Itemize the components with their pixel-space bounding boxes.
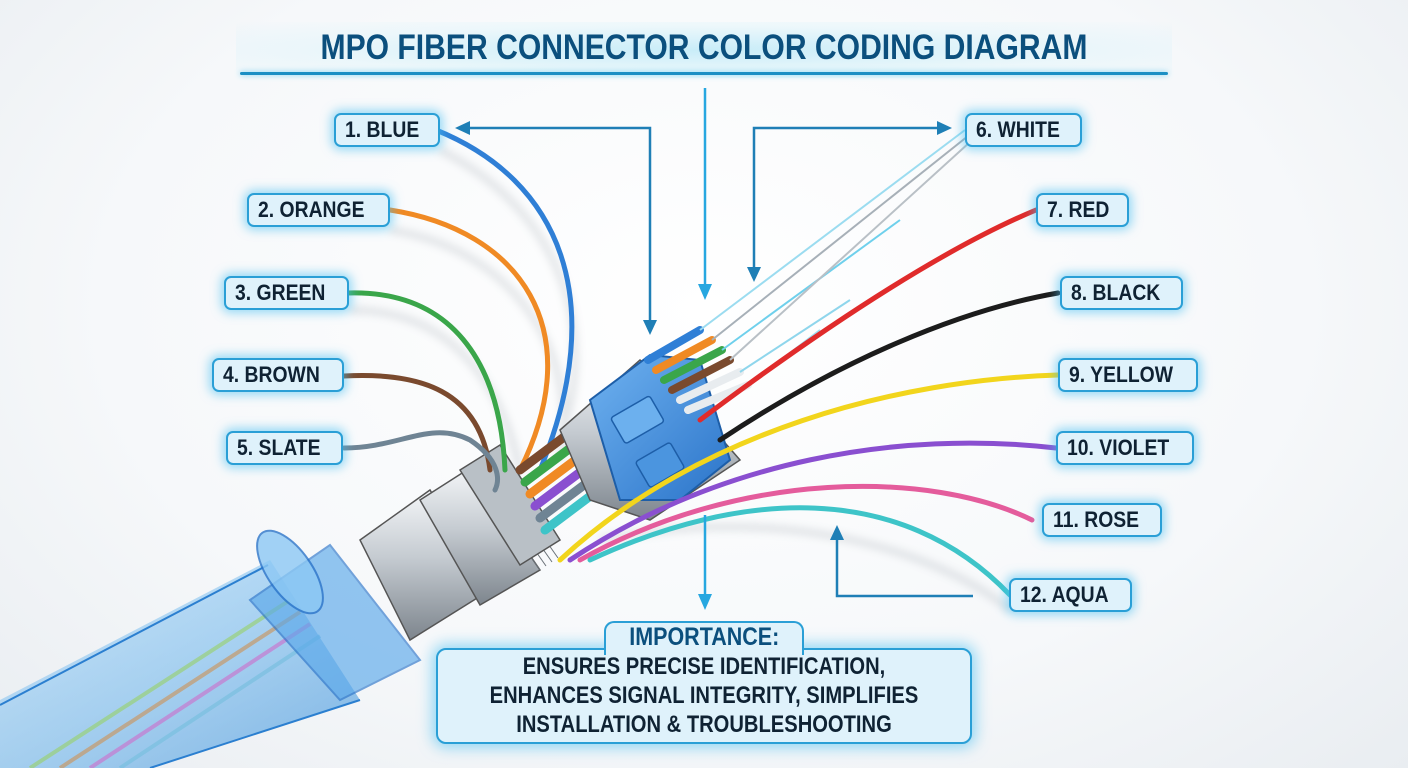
fiber-aqua <box>587 505 1013 598</box>
title-underline <box>240 72 1168 75</box>
left-fibers <box>341 127 575 493</box>
importance-text: ENSURES PRECISE IDENTIFICATION, ENHANCES… <box>436 652 972 739</box>
importance-tab <box>604 621 804 655</box>
pointer-arrows <box>465 88 973 600</box>
fiber-yellow <box>557 372 1061 563</box>
importance-heading: IMPORTANCE: <box>628 623 780 651</box>
importance-box <box>436 648 972 744</box>
metal-ferrule <box>359 443 562 642</box>
fiber-label-2: 2. ORANGE <box>247 193 391 227</box>
fiber-rose <box>577 483 1035 563</box>
fiber-label-6: 6. WHITE <box>965 113 1083 147</box>
arrowheads <box>455 121 952 610</box>
importance-line-1: ENSURES PRECISE IDENTIFICATION, <box>522 653 886 680</box>
importance-line-3: INSTALLATION & TROUBLESHOOTING <box>516 711 892 738</box>
fiber-label-10: 10. VIOLET <box>1056 431 1195 465</box>
fiber-brown <box>341 373 493 473</box>
wire-shadows <box>349 146 1013 614</box>
fiber-black <box>717 290 1061 443</box>
fiber-orange <box>387 207 551 473</box>
fiber-label-5: 5. SLATE <box>226 431 343 465</box>
fiber-violet <box>567 440 1059 563</box>
fiber-label-3: 3. GREEN <box>224 276 349 310</box>
fiber-red <box>697 207 1039 423</box>
fiber-label-4: 4. BROWN <box>212 358 344 392</box>
right-fibers <box>557 207 1061 598</box>
fiber-label-12: 12. AQUA <box>1009 578 1132 612</box>
connector-boot <box>248 529 422 702</box>
fiber-label-1: 1. BLUE <box>334 113 441 147</box>
fiber-slate <box>341 430 500 493</box>
page-title: MPO FIBER CONNECTOR COLOR CODING DIAGRAM <box>320 28 1088 67</box>
fiber-label-7: 7. RED <box>1036 193 1129 227</box>
bare-fibers <box>699 129 971 386</box>
fiber-label-9: 9. YELLOW <box>1058 358 1199 392</box>
fiber-green <box>345 290 508 473</box>
title-banner: MPO FIBER CONNECTOR COLOR CODING DIAGRAM <box>236 22 1172 78</box>
fiber-label-11: 11. ROSE <box>1042 503 1162 537</box>
fiber-label-8: 8. BLACK <box>1060 276 1184 310</box>
importance-line-2: ENHANCES SIGNAL INTEGRITY, SIMPLIFIES <box>489 682 919 709</box>
fiber-blue <box>433 127 575 473</box>
